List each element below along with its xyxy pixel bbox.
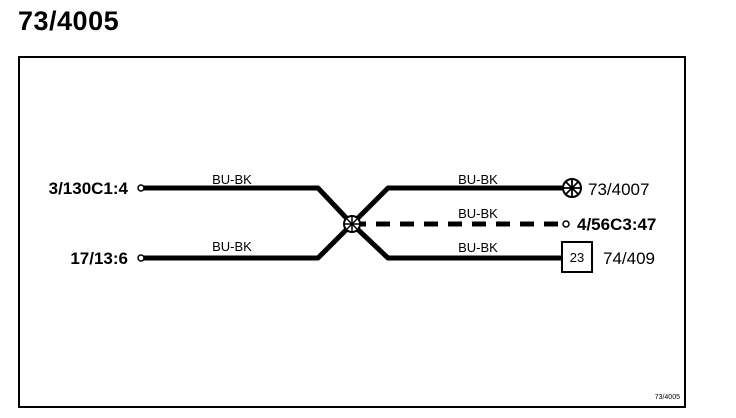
- wire-label-left-top: BU-BK: [212, 172, 252, 187]
- component-box-label: 23: [570, 250, 584, 265]
- terminal-icon: [137, 254, 145, 262]
- wire-left-bottom: [140, 221, 355, 261]
- connection-left-bottom: 17/13:6: [70, 249, 128, 268]
- connection-right-bottom: 74/409: [603, 249, 655, 268]
- wire-label-left-bottom: BU-BK: [212, 239, 252, 254]
- wire-right-bottom: [349, 221, 565, 261]
- figure-reference: 73/4005: [655, 394, 680, 401]
- connection-right-top: 73/4007: [588, 180, 649, 199]
- ground-icon: [562, 178, 582, 198]
- wire-right-top: [349, 185, 567, 227]
- terminal-icon: [137, 184, 145, 192]
- component-box: [561, 241, 593, 273]
- wire-label-right-bottom: BU-BK: [458, 240, 498, 255]
- wire-label-right-top: BU-BK: [458, 172, 498, 187]
- diagram-frame: [18, 56, 686, 408]
- page-title: 73/4005: [18, 6, 120, 36]
- terminal-icon: [562, 220, 570, 228]
- wire-label-right-middle: BU-BK: [458, 206, 498, 221]
- connection-left-top: 3/130C1:4: [49, 179, 129, 198]
- wire-left-top: [140, 185, 355, 227]
- splice-icon: [343, 215, 361, 233]
- connection-right-middle: 4/56C3:47: [577, 215, 656, 234]
